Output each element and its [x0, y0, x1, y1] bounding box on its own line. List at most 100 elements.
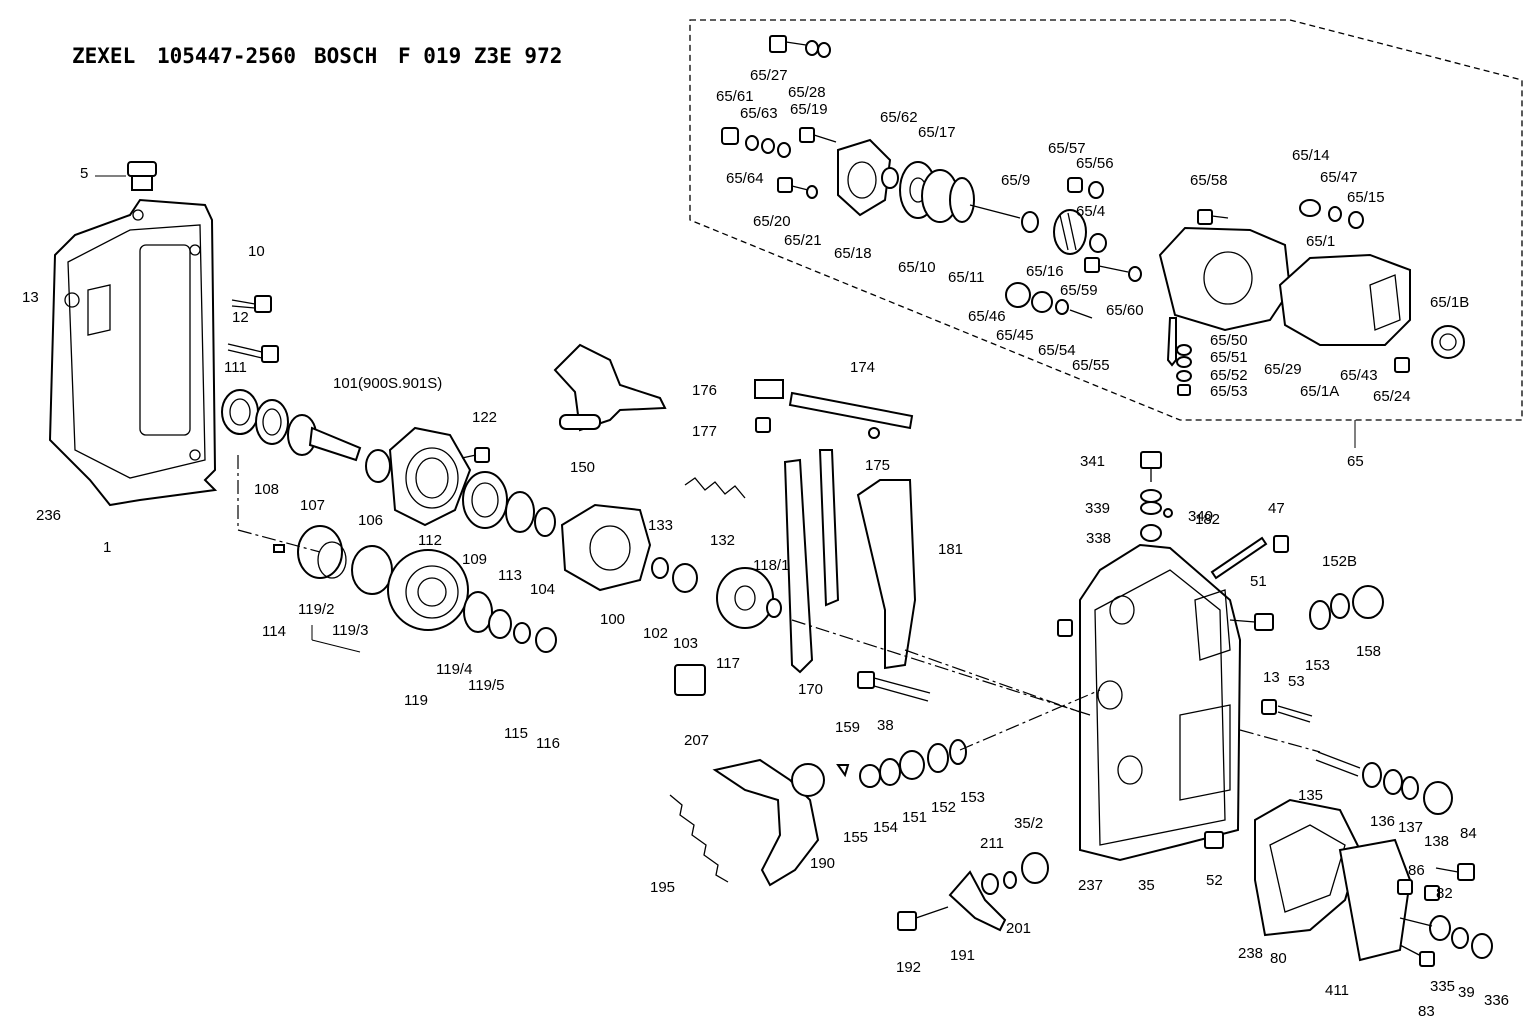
part-label: 151	[902, 809, 927, 826]
cover-65-29	[1278, 253, 1411, 346]
part-label: 13	[1263, 669, 1280, 686]
washer-118-1	[766, 598, 782, 618]
plug-bolt-5	[95, 161, 157, 191]
part-label: 39	[1458, 984, 1475, 1001]
washer-65-51	[1176, 344, 1192, 368]
main-housing-35	[1079, 543, 1242, 862]
part-label: 201	[1006, 920, 1031, 937]
part-label: 191	[950, 947, 975, 964]
bolt-65-58	[1197, 209, 1229, 225]
hub-119-2	[297, 525, 347, 579]
cap-158	[1352, 585, 1384, 619]
washer-39	[1451, 927, 1469, 949]
bolt-84	[1435, 863, 1475, 881]
bracket-411	[1338, 838, 1412, 962]
part-label: 136	[1370, 813, 1395, 830]
screw-53	[1277, 705, 1313, 723]
washer-211	[981, 873, 999, 895]
part-label: 65/52	[1210, 367, 1248, 384]
ring-152	[927, 743, 949, 773]
part-label: 192	[896, 959, 921, 976]
part-label: 83	[1418, 1003, 1435, 1020]
disc-65-11	[949, 177, 1021, 223]
ring-137b	[1401, 776, 1419, 800]
bolt-122	[461, 447, 490, 463]
part-label: 53	[1288, 673, 1305, 690]
part-label: 80	[1270, 950, 1287, 967]
part-label: 107	[300, 497, 325, 514]
part-label: 119/5	[468, 677, 504, 694]
part-label: 35	[1138, 877, 1155, 894]
part-label: 341	[1080, 453, 1105, 470]
part-label: 65/11	[948, 269, 984, 286]
part-label: 65/17	[918, 124, 956, 141]
bracket-119-b	[311, 639, 361, 653]
bolt-65-24	[1394, 357, 1410, 373]
shaft-107	[287, 414, 362, 462]
part-label: 100	[600, 611, 625, 628]
part-label: 236	[36, 507, 61, 524]
part-label: 1	[103, 539, 111, 556]
nut-13-right	[1261, 699, 1277, 715]
bolt-65-19	[799, 127, 837, 143]
part-label: 65/53	[1210, 383, 1248, 400]
title-brand2: BOSCH	[314, 44, 377, 68]
part-label: 86	[1408, 862, 1425, 879]
flange-65-18	[837, 138, 892, 217]
part-label: 153	[1305, 657, 1330, 674]
part-label: 175	[865, 457, 890, 474]
part-label: 106	[358, 512, 383, 529]
part-label: 65/56	[1076, 155, 1114, 172]
part-label: 10	[248, 243, 265, 260]
housing-65-1	[1158, 226, 1292, 332]
plate-181	[856, 479, 917, 670]
part-label: 176	[692, 382, 717, 399]
part-label: 65/46	[968, 308, 1006, 325]
centerline-152	[959, 689, 1101, 751]
part-label: 135	[1298, 787, 1323, 804]
part-label: 65/20	[753, 213, 791, 230]
ring-65-62	[881, 167, 899, 189]
title-number1: 105447-2560	[157, 44, 296, 68]
part-label: 65/51	[1210, 349, 1248, 366]
part-label: 132	[710, 532, 735, 549]
part-label: 65/29	[1264, 361, 1302, 378]
washer-65-21	[806, 185, 818, 199]
bolt-82	[1424, 885, 1440, 901]
part-label: 119	[404, 692, 428, 709]
flange-112	[388, 426, 472, 527]
washer-339	[1140, 489, 1162, 515]
part-label: 155	[843, 829, 868, 846]
part-label: 65/54	[1038, 342, 1076, 359]
part-label: 65/60	[1106, 302, 1144, 319]
washer-65-47	[1328, 206, 1342, 222]
part-label: 152	[931, 799, 956, 816]
part-label: 65/27	[750, 67, 788, 84]
part-label: 190	[810, 855, 835, 872]
part-label: 335	[1430, 978, 1455, 995]
part-label: 119/3	[332, 622, 368, 639]
bolt-12	[227, 343, 279, 363]
part-label: 109	[462, 551, 487, 568]
part-label: 65/55	[1072, 357, 1110, 374]
ring-153-right	[1309, 600, 1331, 630]
washer-340	[1163, 508, 1173, 518]
bolt-341	[1140, 451, 1162, 482]
key-114	[273, 544, 285, 553]
part-label: 340	[1188, 508, 1213, 525]
circlip-119-5	[488, 609, 512, 639]
part-label: 65/16	[1026, 263, 1064, 280]
part-label: 182	[1195, 511, 1220, 528]
ring-136	[1362, 762, 1382, 788]
title-brand1: ZEXEL	[72, 44, 135, 68]
part-label: 103	[673, 635, 698, 652]
bolt-65-59	[1084, 257, 1129, 273]
part-label: 338	[1086, 530, 1111, 547]
washer-115	[513, 622, 531, 644]
ring-154	[879, 758, 901, 786]
part-label: 5	[80, 165, 88, 182]
part-label: 65/57	[1048, 140, 1086, 157]
washer-201	[1003, 871, 1017, 889]
part-label: 65/59	[1060, 282, 1098, 299]
part-label: 65/43	[1340, 367, 1378, 384]
